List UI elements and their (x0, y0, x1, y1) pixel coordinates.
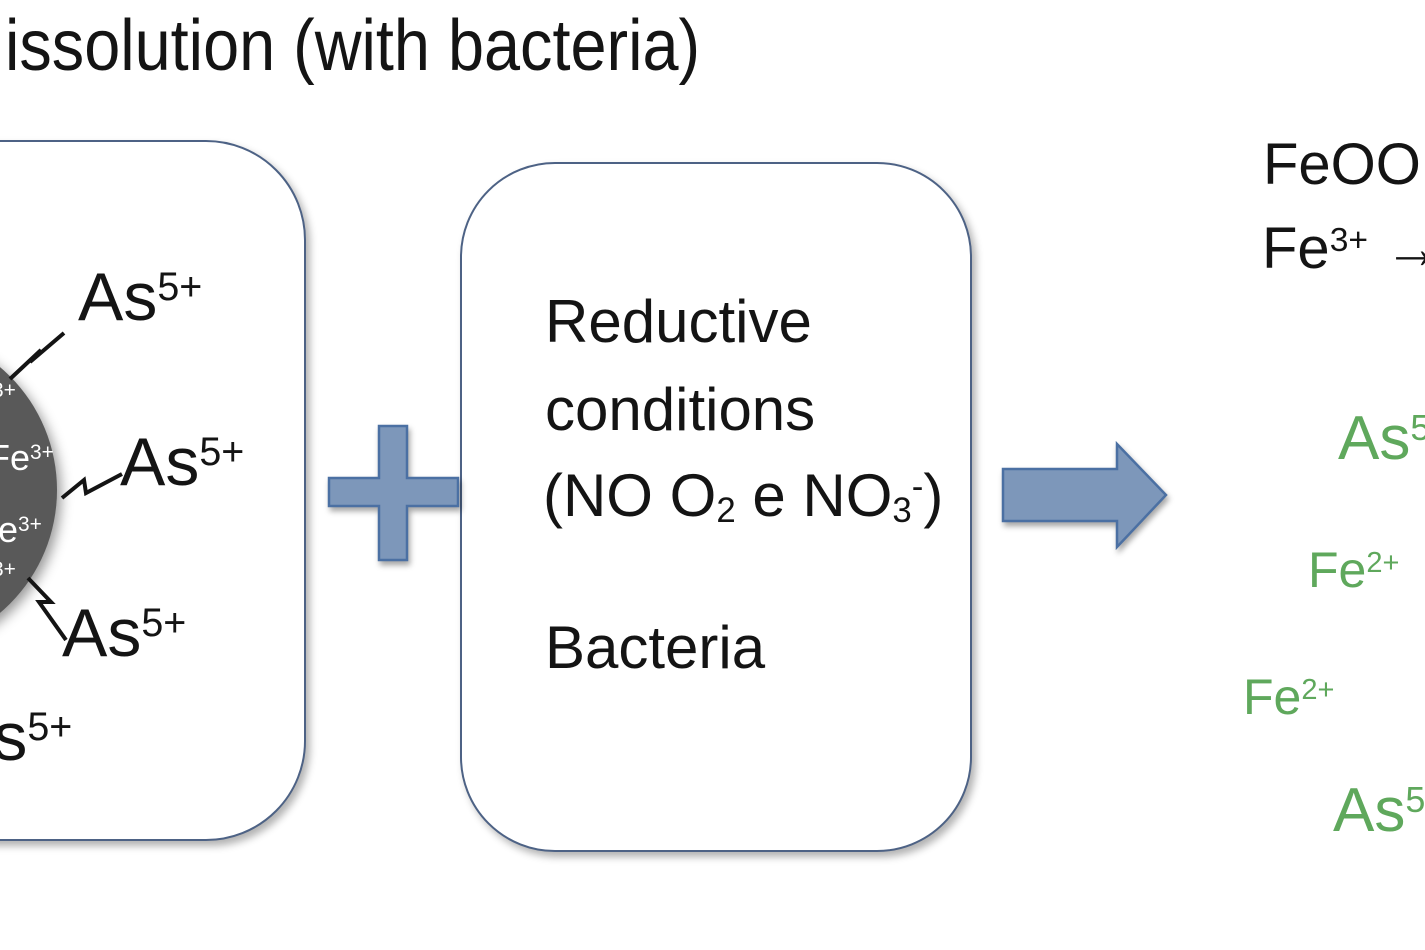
product-fe3-arrow-label: Fe3+ → (1262, 216, 1425, 281)
fe3-particle-label-1: Fe3+ (0, 379, 16, 403)
product-as5-label-2: As5+ (1333, 776, 1425, 845)
release-zigzag-middle (60, 472, 123, 500)
as5-released-label-3: As5+ (62, 595, 187, 671)
product-fe2-label-1: Fe2+ (1308, 542, 1400, 598)
plus-operator (327, 424, 460, 562)
bacteria-label: Bacteria (545, 614, 766, 681)
conditions-panel (460, 162, 972, 852)
as5-released-label-1: As5+ (78, 259, 203, 335)
fe3-particle-label-2: Fe3+ (0, 437, 54, 478)
reaction-arrow (1001, 440, 1168, 551)
fe3-particle-label-3: Fe3+ (0, 509, 42, 550)
product-as5-label-1: As5+ (1338, 404, 1425, 473)
mineral-particle (0, 367, 57, 613)
conditions-line-2: conditions (545, 376, 816, 443)
slide-title: issolution (with bacteria) (5, 6, 701, 86)
product-feooh-label: FeOOH (1263, 132, 1425, 197)
release-zigzag-bottom (26, 576, 68, 642)
as5-released-label-2: As5+ (120, 424, 245, 500)
fe3-particle-label-4: Fe3+ (0, 558, 16, 582)
release-zigzag-top (8, 331, 66, 381)
conditions-line-3: (NO O2 e NO3-) (543, 462, 944, 531)
conditions-line-1: Reductive (545, 288, 812, 355)
as5-released-label-4: As5+ (0, 699, 73, 775)
product-fe2-label-2: Fe2+ (1243, 669, 1335, 725)
